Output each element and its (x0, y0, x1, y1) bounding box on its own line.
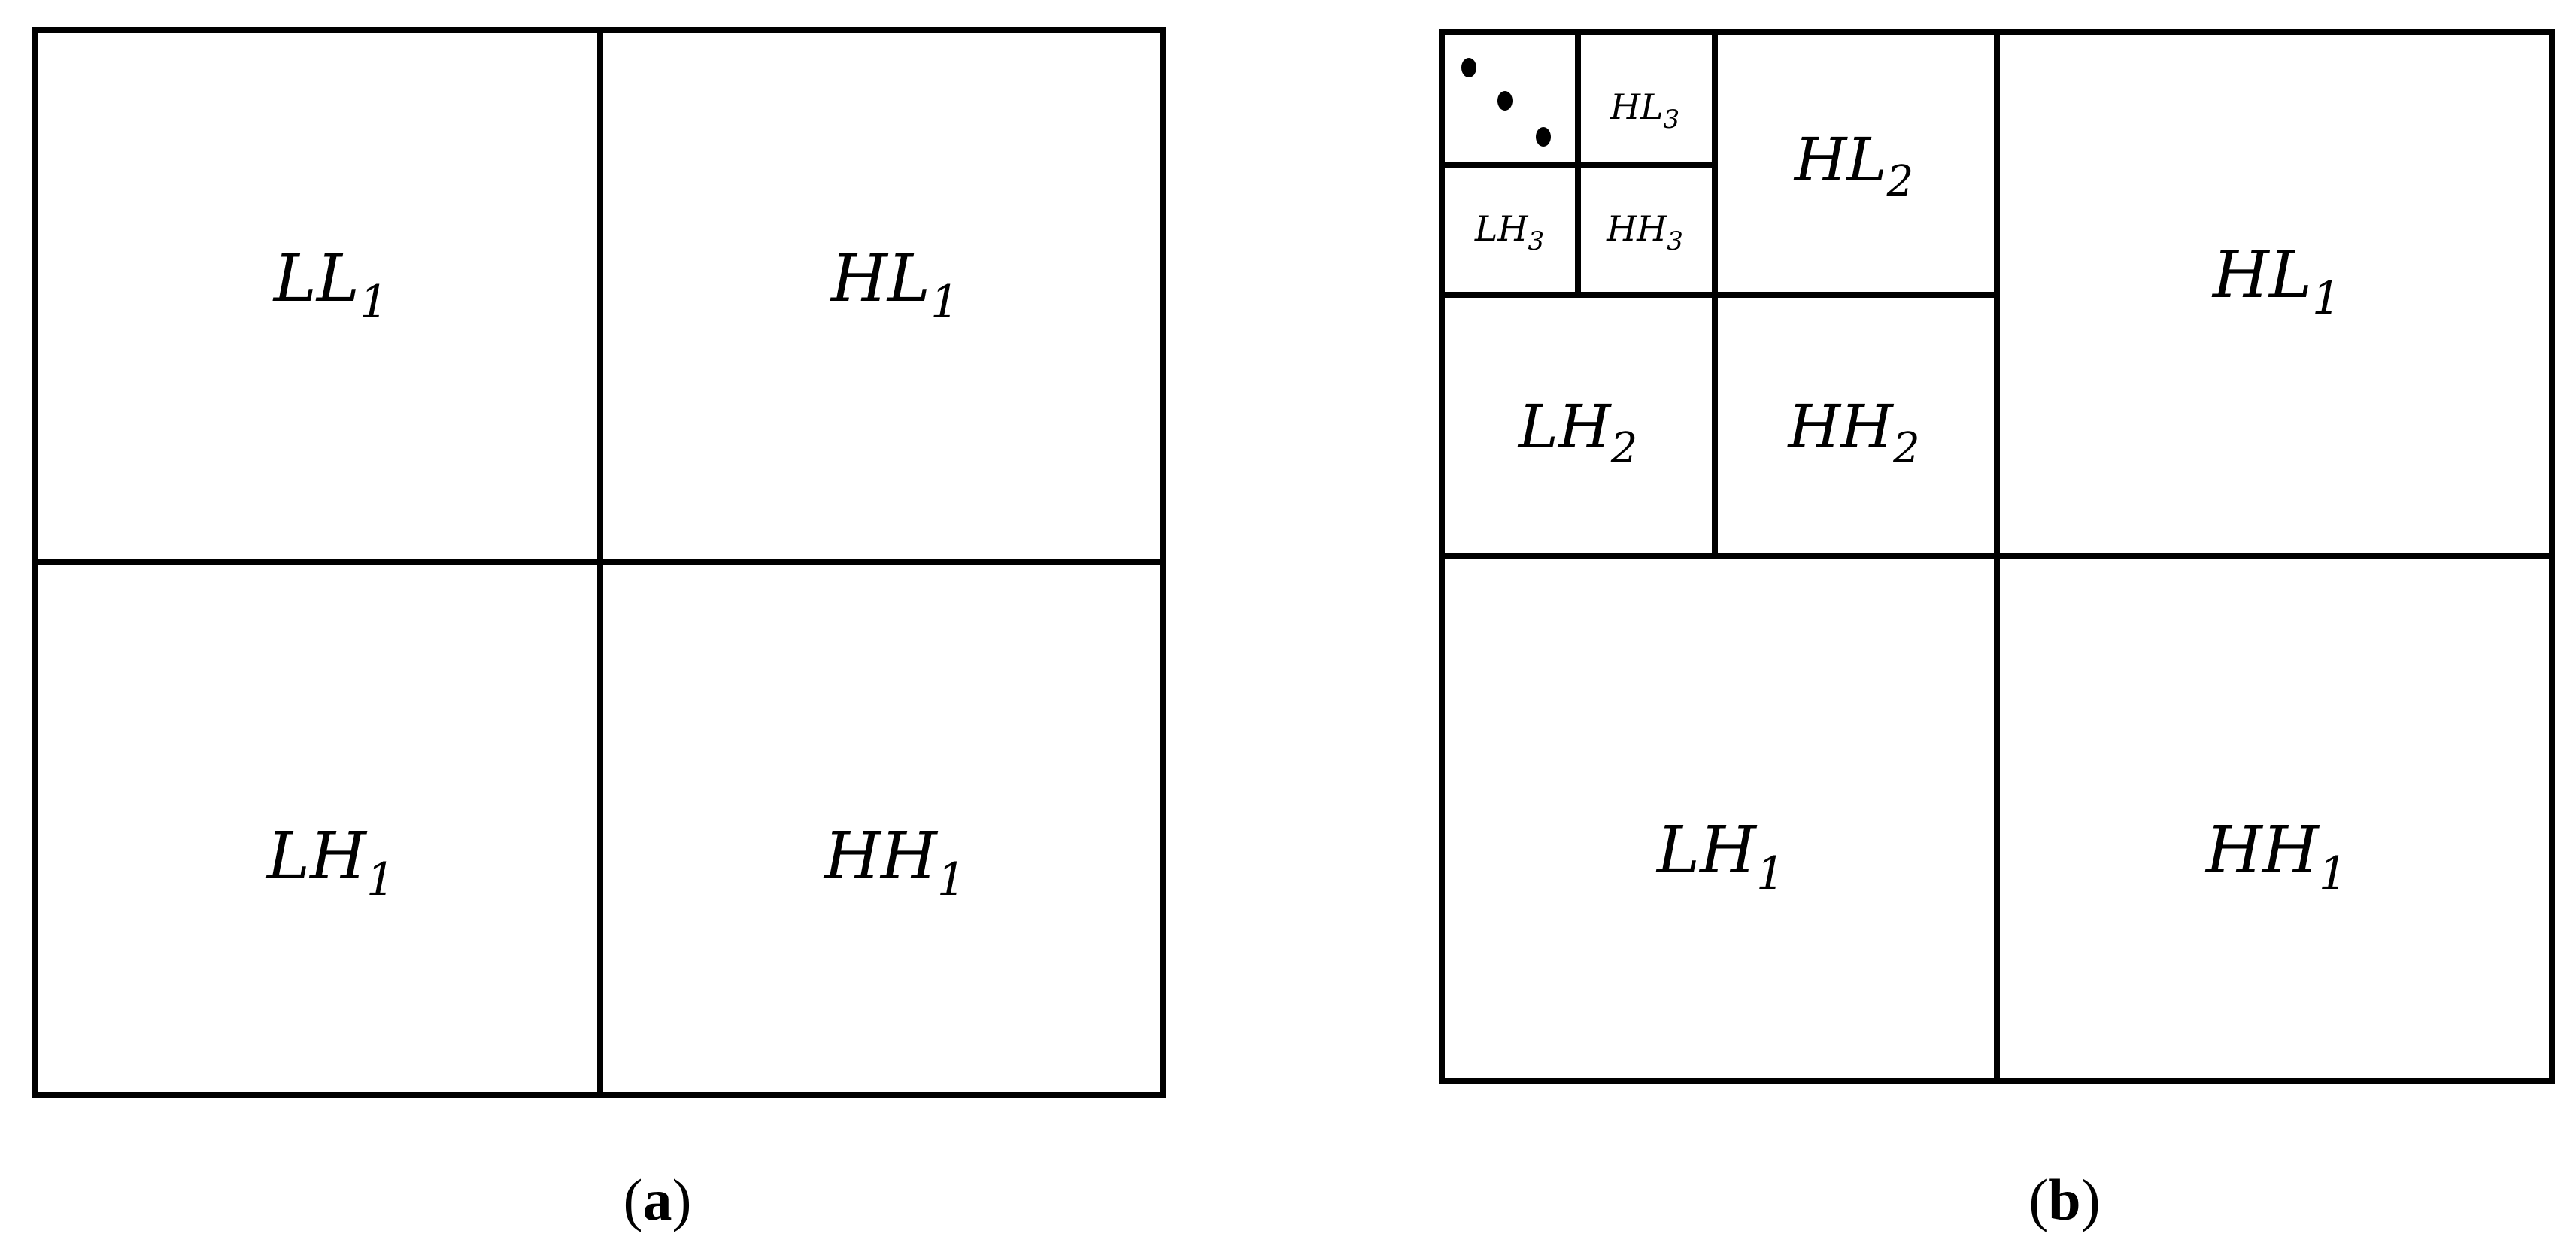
label-hl1-a: HL1 (830, 241, 959, 329)
label-lh1-a: LH1 (265, 819, 395, 906)
panel-a: LL1 HL1 LH1 HH1 (a) (32, 27, 1166, 1232)
ellipsis-dots-icon (1461, 58, 1551, 147)
label-hh1-a: HH1 (823, 819, 966, 906)
label-hl3-b: HL3 (1610, 86, 1679, 135)
caption-b: (b) (2028, 1167, 2100, 1232)
label-hh2-b: HH2 (1786, 392, 1919, 473)
panel-b: HL3 LH3 HH3 HL2 LH2 HH2 HL1 LH1 HH1 (b) (1439, 29, 2555, 1232)
label-hh1-b: HH1 (2204, 813, 2347, 900)
label-hl2-b: HL2 (1793, 125, 1914, 206)
label-hl1-b: HL1 (2211, 238, 2341, 325)
label-lh3-b: LH3 (1474, 208, 1544, 256)
label-lh1-b: LH1 (1655, 813, 1785, 900)
label-hh3-b: HH3 (1606, 208, 1683, 256)
caption-a: (a) (624, 1167, 692, 1232)
label-lh2-b: LH2 (1517, 392, 1638, 473)
label-ll1-a: LL1 (272, 241, 388, 329)
